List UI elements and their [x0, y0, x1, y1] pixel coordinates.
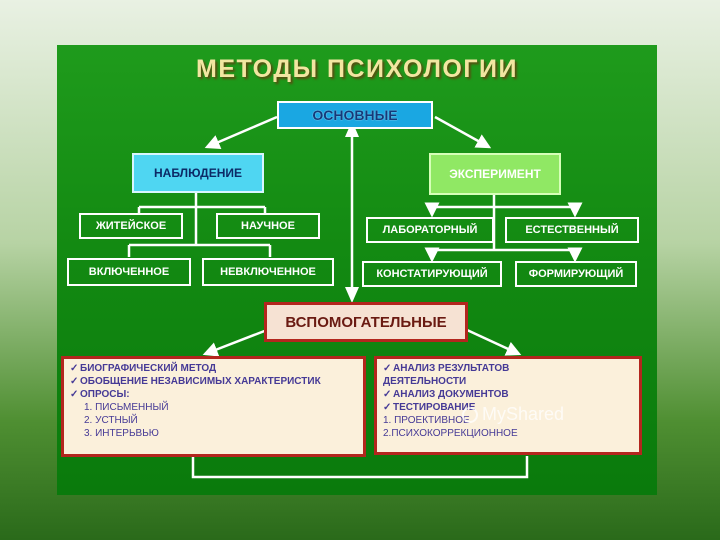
- check-icon: ✓: [383, 402, 392, 413]
- auxiliary-methods-box: ВСПОМОГАТЕЛЬНЫЕ: [264, 302, 468, 342]
- myshared-logo-icon: [462, 406, 478, 423]
- basic-methods-box: ОСНОВНЫЕ: [277, 101, 433, 129]
- list-item-continued: ДЕЯТЕЛЬНОСТИ: [383, 376, 467, 387]
- slide: МЕТОДЫ ПСИХОЛОГИИ ОСНОВНЫЕ НАБЛЮДЕНИЕ ЭК…: [57, 45, 657, 495]
- experiment-formative: ФОРМИРУЮЩИЙ: [515, 261, 637, 287]
- observation-included: ВКЛЮЧЕННОЕ: [67, 258, 191, 286]
- list-subitem: 1. ПРОЕКТИВНОЕ: [383, 415, 470, 426]
- watermark: MyShared: [462, 404, 564, 425]
- list-item: ✓ОБОБЩЕНИЕ НЕЗАВИСИМЫХ ХАРАКТЕРИСТИК: [70, 376, 321, 387]
- list-item: ✓ТЕСТИРОВАНИЕ: [383, 402, 476, 413]
- bottom-bracket: [191, 456, 529, 479]
- list-subitem: 2.ПСИХОКОРРЕКЦИОННОЕ: [383, 428, 518, 439]
- arrow-basic-observation: [204, 115, 278, 149]
- check-icon: ✓: [383, 363, 392, 374]
- arrow-aux-right: [466, 328, 522, 356]
- observation-scientific: НАУЧНОЕ: [216, 213, 320, 239]
- watermark-text: MyShared: [482, 404, 565, 424]
- check-icon: ✓: [70, 389, 79, 400]
- arrow-aux-left: [202, 328, 268, 357]
- experiment-laboratory: ЛАБОРАТОРНЫЙ: [366, 217, 494, 243]
- list-item: ✓АНАЛИЗ ДОКУМЕНТОВ: [383, 389, 509, 400]
- auxiliary-left-panel: ✓БИОГРАФИЧЕСКИЙ МЕТОД ✓ОБОБЩЕНИЕ НЕЗАВИС…: [61, 356, 366, 457]
- check-icon: ✓: [70, 363, 79, 374]
- arrow-basic-experiment: [434, 115, 492, 149]
- list-item: ✓ОПРОСЫ:: [70, 389, 130, 400]
- page-title: МЕТОДЫ ПСИХОЛОГИИ: [196, 55, 518, 83]
- experiment-natural: ЕСТЕСТВЕННЫЙ: [505, 217, 639, 243]
- check-icon: ✓: [70, 376, 79, 387]
- list-item: ✓АНАЛИЗ РЕЗУЛЬТАТОВ: [383, 363, 510, 374]
- list-item: ✓БИОГРАФИЧЕСКИЙ МЕТОД: [70, 363, 217, 374]
- list-subitem: 3. ИНТЕРЬВЬЮ: [84, 428, 159, 439]
- observation-box: НАБЛЮДЕНИЕ: [132, 153, 264, 193]
- observation-not-included: НЕВКЛЮЧЕННОЕ: [202, 258, 334, 286]
- experiment-box: ЭКСПЕРИМЕНТ: [429, 153, 561, 195]
- auxiliary-right-panel: ✓АНАЛИЗ РЕЗУЛЬТАТОВ ДЕЯТЕЛЬНОСТИ ✓АНАЛИЗ…: [374, 356, 642, 455]
- experiment-ascertaining: КОНСТАТИРУЮЩИЙ: [362, 261, 502, 287]
- check-icon: ✓: [383, 389, 392, 400]
- connector-lines: [127, 115, 583, 479]
- observation-everyday: ЖИТЕЙСКОЕ: [79, 213, 183, 239]
- list-subitem: 2. УСТНЫЙ: [84, 415, 138, 426]
- list-subitem: 1. ПИСЬМЕННЫЙ: [84, 402, 169, 413]
